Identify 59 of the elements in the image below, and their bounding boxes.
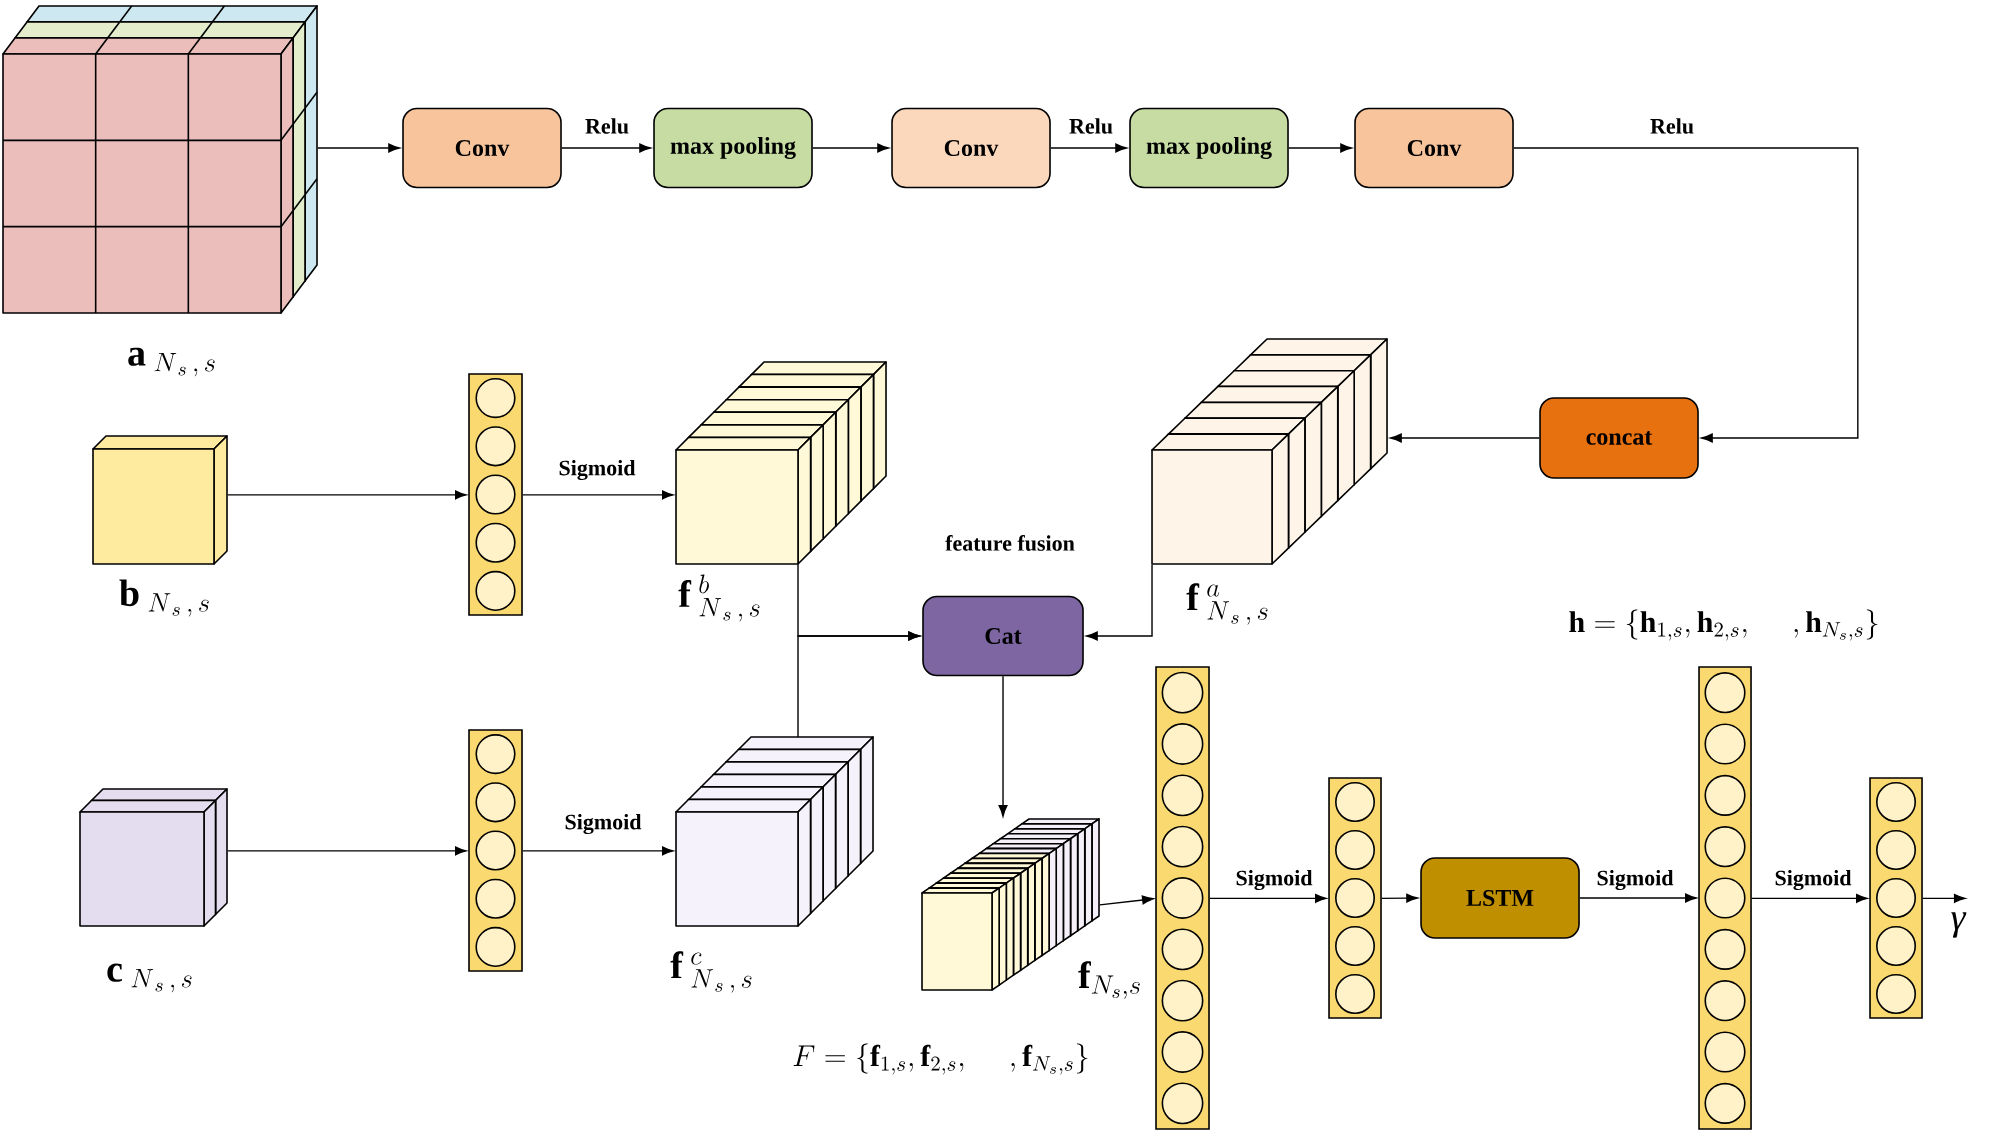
process-box: concat (1539, 397, 1699, 479)
process-box: Cat (922, 595, 1084, 677)
math-label: $\mathbf{f}^{\;b}_{\;N_{\,s}\,,\,s}$ (678, 574, 760, 622)
neuron-column-drawing (1869, 777, 1923, 1019)
process-box: Conv (891, 107, 1051, 189)
edge-label: Relu (1067, 116, 1115, 136)
arrow (522, 490, 674, 500)
edge-label: Sigmoid (556, 457, 638, 483)
arrow (797, 631, 920, 738)
edge-label: Relu (583, 116, 631, 136)
arrow (1751, 893, 1868, 903)
arrow (1288, 143, 1352, 153)
arrow (998, 675, 1008, 817)
arrow (317, 143, 400, 153)
arrow (1050, 143, 1127, 153)
arrow (1390, 433, 1540, 443)
edge-label: Sigmoid (562, 811, 644, 837)
arrow (1099, 895, 1154, 906)
neuron-column-drawing (1155, 666, 1210, 1130)
edge-label: Sigmoid (1594, 867, 1676, 893)
cube-drawing (92, 435, 228, 565)
neuron-column-drawing (1328, 777, 1382, 1019)
neuron-column-drawing (468, 729, 523, 972)
process-box: LSTM (1420, 857, 1580, 939)
feature-map-drawing (1151, 338, 1388, 565)
arrow (227, 490, 467, 500)
arrow (1209, 893, 1327, 903)
process-box: max pooling (1129, 107, 1289, 189)
math-label: $\mathbf{f}^{\;a}_{\;N_{\,s}\,,\,s}$ (1186, 583, 1268, 625)
arrow (1579, 893, 1697, 903)
process-box: Conv (402, 107, 562, 189)
annotation-label: feature fusion (945, 535, 1075, 551)
edge-label: Relu (1648, 116, 1697, 136)
arrow (1922, 893, 1966, 903)
math-label: $\mathbf{f}^{\;c}_{\;N_{\,s}\,,\,s}$ (670, 951, 752, 993)
edge-label: Sigmoid (1772, 867, 1854, 893)
feature-map-drawing (675, 736, 874, 927)
edge-label: Sigmoid (1233, 867, 1315, 893)
math-label: $\mathbf{a}_{\;N_{\,s}\,,\,s}$ (128, 347, 215, 377)
arrow (561, 143, 651, 153)
formula: $F=\{\mathbf{f}_{1,s},\mathbf{f}_{2,s},\quad\;,\mathbf{f}_{N_s,s}\}$ (793, 1043, 1088, 1075)
feature-map-drawing (675, 361, 887, 565)
output-symbol: γ (1951, 912, 1967, 938)
arrow (522, 846, 674, 856)
neuron-column-drawing (468, 373, 523, 616)
arrow (227, 846, 467, 856)
arrow (812, 143, 889, 153)
input-cube-drawing (2, 5, 318, 314)
math-label: $\mathbf{f}_{N_s,s}$ (1078, 961, 1140, 999)
process-box: max pooling (653, 107, 813, 189)
arrow (1086, 564, 1153, 641)
arrow (1381, 893, 1418, 903)
math-label: $\mathbf{c}_{\;N_{\,s}\,,\,s}$ (107, 963, 192, 993)
neuron-column-drawing (1698, 666, 1752, 1130)
arrow (1513, 147, 1859, 443)
math-label: $\mathbf{b}_{\;N_{\,s}\,,\,s}$ (119, 579, 209, 617)
cube-drawing (79, 788, 228, 927)
process-box: Conv (1354, 107, 1514, 189)
formula: $\mathbf{h}=\{\mathbf{h}_{1,s},\mathbf{h}_{2,s},\quad\;,\mathbf{h}_{N_s,s}\}$ (1569, 609, 1878, 641)
